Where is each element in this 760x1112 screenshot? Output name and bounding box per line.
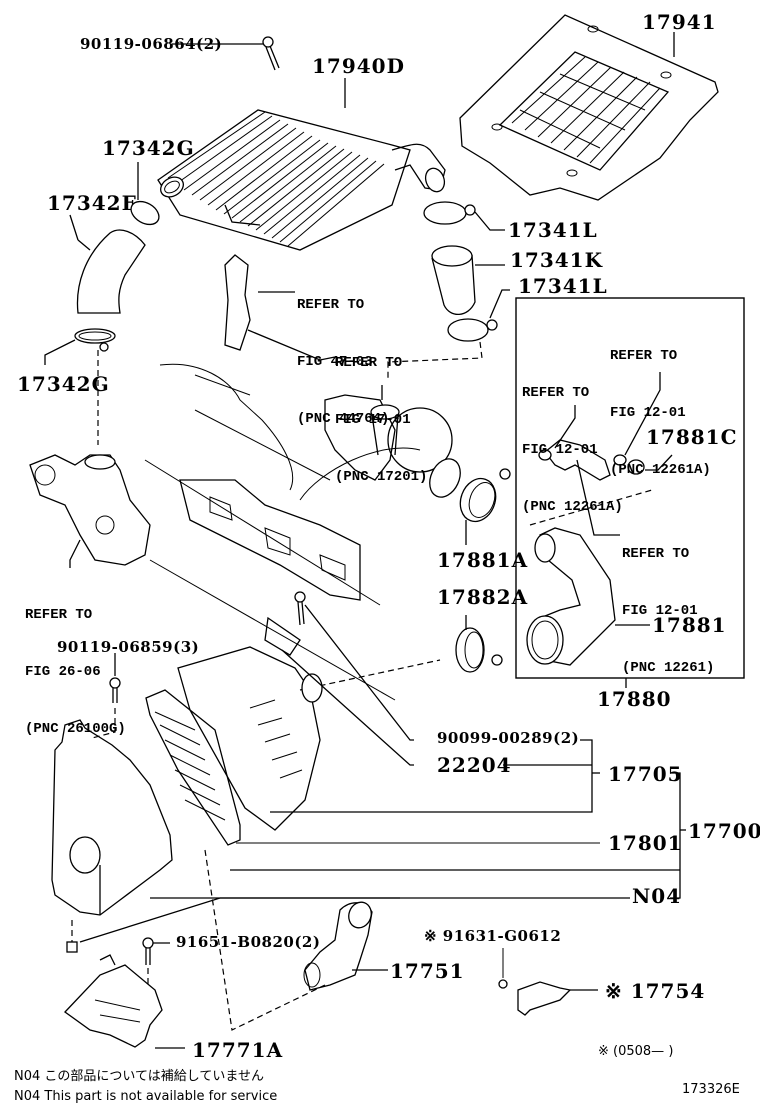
part-label-91631-G0612[interactable]: ※ 91631-G0612 bbox=[424, 927, 562, 945]
part-label-17341L-bottom[interactable]: 17341L bbox=[518, 274, 608, 298]
engine-cover-drawing bbox=[459, 14, 719, 201]
intercooler-drawing bbox=[157, 109, 446, 251]
part-label-17342G-top[interactable]: 17342G bbox=[102, 136, 195, 160]
reference-line: FIG 47-03 bbox=[297, 354, 373, 370]
reference-line: FIG 12-01 bbox=[610, 405, 686, 421]
reference-fig-12-01-c[interactable]: REFER TO FIG 12-01 (PNC 12261) bbox=[622, 507, 714, 697]
part-label-17801[interactable]: 17801 bbox=[608, 831, 683, 855]
reference-line: REFER TO bbox=[335, 355, 403, 371]
date-range-note: ※ (0508— ) bbox=[598, 1044, 674, 1059]
reference-fig-17-01[interactable]: REFER TO FIG 17-01 (PNC 17201) bbox=[335, 316, 427, 506]
part-label-17882A[interactable]: 17882A bbox=[437, 585, 529, 609]
part-label-17881C[interactable]: 17881C bbox=[646, 425, 738, 449]
reference-line: REFER TO bbox=[297, 297, 365, 313]
part-label-17751[interactable]: 17751 bbox=[390, 959, 465, 983]
reference-line: (PNC 44764) bbox=[297, 411, 390, 427]
part-label-17700[interactable]: 17700 bbox=[688, 819, 760, 843]
bracket-drawing bbox=[224, 254, 336, 361]
hose-17341-drawing bbox=[387, 201, 510, 380]
part-label-17880[interactable]: 17880 bbox=[597, 687, 672, 711]
bolt-90099-00289-drawing bbox=[264, 591, 414, 766]
reference-line: (PNC 26100G) bbox=[25, 721, 126, 737]
part-label-17342G-bottom[interactable]: 17342G bbox=[17, 372, 110, 396]
reference-line: REFER TO bbox=[25, 607, 93, 623]
reference-fig-26-06[interactable]: REFER TO FIG 26-06 (PNC 26100G) bbox=[25, 568, 126, 758]
turbocharger-drawing bbox=[324, 385, 461, 498]
reference-fig-12-01-a[interactable]: REFER TO FIG 12-01 (PNC 12261A) bbox=[610, 309, 711, 499]
bolt-90119-06859-drawing bbox=[91, 653, 121, 739]
assembly-bracket-lines bbox=[79, 739, 686, 943]
part-label-90119-06859[interactable]: 90119-06859(3) bbox=[57, 638, 200, 656]
hose-17342F-drawing bbox=[44, 200, 160, 445]
reference-line: FIG 12-01 bbox=[622, 603, 698, 619]
intake-pipe-17881-drawing bbox=[526, 372, 673, 666]
part-label-17941[interactable]: 17941 bbox=[642, 10, 717, 34]
reference-fig-12-01-b[interactable]: REFER TO FIG 12-01 (PNC 12261A) bbox=[522, 346, 623, 536]
n04-note-japanese: N04 この部品については補給していません bbox=[14, 1069, 264, 1084]
reference-line: (PNC 12261) bbox=[622, 660, 715, 676]
n04-note-english: N04 This part is not available for servi… bbox=[14, 1089, 278, 1104]
part-label-17754[interactable]: ※ 17754 bbox=[605, 979, 706, 1003]
bracket-17771A-drawing bbox=[64, 849, 326, 1049]
hose-17751-drawing bbox=[303, 901, 388, 991]
air-cleaner-drawing bbox=[51, 646, 323, 953]
reference-line: FIG 17-01 bbox=[335, 412, 411, 428]
part-label-17881[interactable]: 17881 bbox=[652, 613, 727, 637]
part-label-17341K[interactable]: 17341K bbox=[510, 248, 603, 272]
reference-fig-47-03[interactable]: REFER TO FIG 47-03 (PNC 44764) bbox=[297, 258, 389, 448]
reference-line: (PNC 17201) bbox=[335, 469, 428, 485]
engine-manifold-drawing bbox=[144, 363, 421, 701]
diagram-code: 173326E bbox=[682, 1082, 740, 1097]
part-label-90119-06864[interactable]: 90119-06864(2) bbox=[80, 35, 223, 53]
reference-line: FIG 12-01 bbox=[522, 442, 598, 458]
bolt-drawing bbox=[172, 36, 280, 71]
reference-line: (PNC 12261A) bbox=[610, 462, 711, 478]
reference-line: FIG 26-06 bbox=[25, 664, 101, 680]
part-label-17342F[interactable]: 17342F bbox=[47, 191, 137, 215]
reference-line: REFER TO bbox=[610, 348, 678, 364]
part-label-91651-B0820[interactable]: 91651-B0820(2) bbox=[176, 933, 321, 951]
clamps-17881A-17882A-drawing bbox=[299, 468, 511, 691]
part-label-17940D[interactable]: 17940D bbox=[312, 54, 405, 78]
part-label-17341L-top[interactable]: 17341L bbox=[508, 218, 598, 242]
part-label-90099-00289[interactable]: 90099-00289(2) bbox=[437, 729, 580, 747]
wastegate-drawing bbox=[29, 454, 151, 568]
reference-line: (PNC 12261A) bbox=[522, 499, 623, 515]
part-label-17771A[interactable]: 17771A bbox=[192, 1038, 284, 1062]
assembly-17880-box bbox=[515, 297, 745, 679]
part-label-22204[interactable]: 22204 bbox=[437, 753, 512, 777]
part-label-17881A[interactable]: 17881A bbox=[437, 548, 529, 572]
reference-line: REFER TO bbox=[622, 546, 690, 562]
bracket-17754-drawing bbox=[498, 948, 598, 1016]
reference-line: REFER TO bbox=[522, 385, 590, 401]
part-label-17705[interactable]: 17705 bbox=[608, 762, 683, 786]
part-label-N04[interactable]: N04 bbox=[632, 884, 682, 908]
